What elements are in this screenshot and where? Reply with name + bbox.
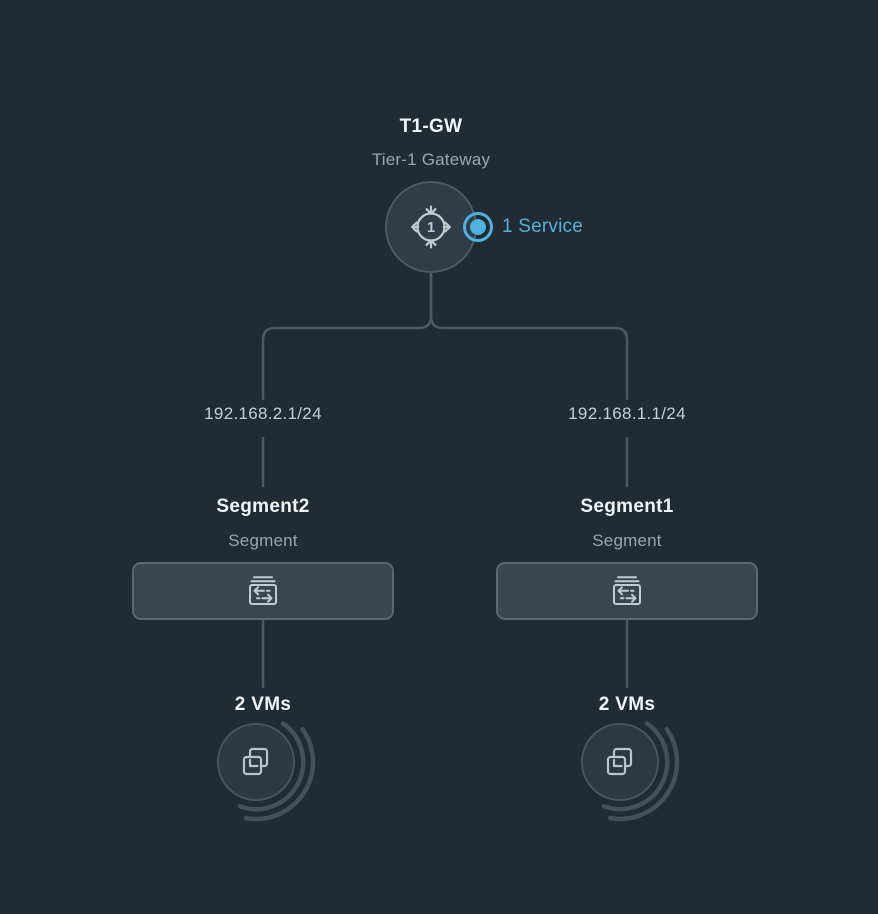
segment-node[interactable] <box>132 562 394 620</box>
vm-stack-icon <box>606 747 633 776</box>
connector-gateway-to-right <box>429 272 629 401</box>
interface-ip-label: 192.168.1.1/24 <box>568 404 686 423</box>
gateway-icon-number: 1 <box>427 220 435 236</box>
tier1-gateway-node[interactable]: 1 <box>385 181 477 273</box>
vm-stack-arcs <box>237 721 316 822</box>
vm-stack-icon <box>242 747 269 776</box>
segment-subtitle: Segment <box>592 531 662 550</box>
tier1-gateway-icon: 1 <box>411 205 451 249</box>
segment-title: Segment1 <box>580 496 674 517</box>
vm-count-label: 2 VMs <box>598 694 656 715</box>
service-dot-icon <box>470 219 486 235</box>
gateway-subtitle: Tier-1 Gateway <box>371 150 491 169</box>
vm-group-node[interactable] <box>575 715 685 825</box>
gateway-title: T1-GW <box>399 116 463 137</box>
service-badge[interactable] <box>463 212 493 242</box>
segment-switch-icon <box>249 576 277 605</box>
interface-ip-label: 192.168.2.1/24 <box>204 404 322 423</box>
connector-gateway-to-left <box>261 272 433 401</box>
vm-stack-arcs <box>601 721 680 822</box>
service-count-label[interactable]: 1 Service <box>502 216 584 237</box>
segment-subtitle: Segment <box>228 531 298 550</box>
segment-switch-icon <box>613 576 641 605</box>
vm-count-label: 2 VMs <box>234 694 292 715</box>
vm-group-node[interactable] <box>211 715 321 825</box>
segment-title: Segment2 <box>216 496 310 517</box>
segment-node[interactable] <box>496 562 758 620</box>
